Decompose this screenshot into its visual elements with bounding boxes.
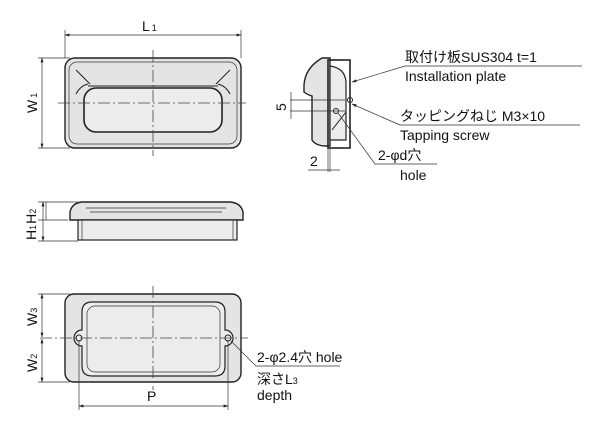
plate-label-jp: 取付け板SUS304 t=1 bbox=[405, 49, 537, 65]
dim-H1-H2: H1H2 bbox=[23, 209, 39, 240]
section-view: 5 2 取付け板SUS304 t=1 Installation plate タッ… bbox=[273, 49, 582, 183]
hole-d-label-jp: 2-φd穴 bbox=[378, 147, 421, 163]
hole-callout: 2-φ2.4穴 hole bbox=[257, 349, 343, 365]
plate-label-en: Installation plate bbox=[405, 68, 506, 84]
depth-callout-jp: 深さL3 bbox=[257, 371, 298, 387]
depth-callout-en: depth bbox=[257, 387, 292, 403]
dim-W2: W2 bbox=[24, 354, 40, 372]
screw-label-en: Tapping screw bbox=[400, 127, 490, 143]
side-view: H1H2 bbox=[23, 201, 244, 242]
dim-W1: W1 bbox=[24, 93, 40, 113]
dim-2: 2 bbox=[310, 153, 318, 169]
hole-d-label-en: hole bbox=[400, 167, 427, 183]
dim-W3: W3 bbox=[24, 308, 40, 326]
dim-P: P bbox=[147, 388, 156, 404]
dim-5: 5 bbox=[273, 103, 289, 111]
screw-label-jp: タッピングねじ M3×10 bbox=[400, 108, 545, 124]
bottom-view: W3 W2 P 2-φ2.4穴 hole 深さL3 depth bbox=[24, 286, 343, 410]
